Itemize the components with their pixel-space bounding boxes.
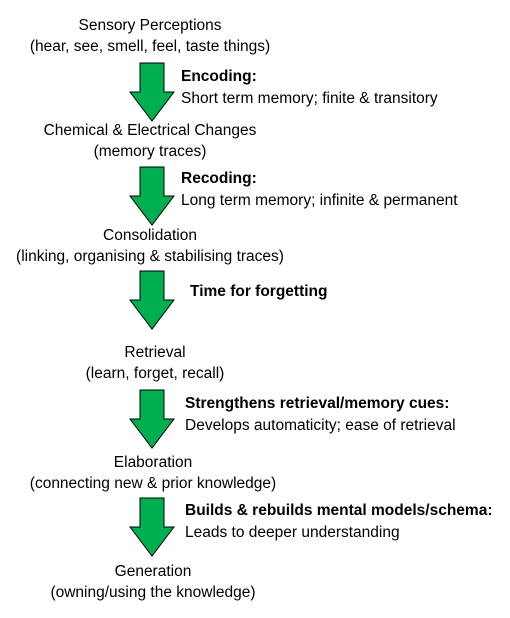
stage-subtitle: (hear, see, smell, feel, taste things) <box>29 38 271 55</box>
transition-heading: Encoding: <box>181 68 257 85</box>
down-arrow-icon <box>129 270 175 330</box>
stage-subtitle: (connecting new & prior knowledge) <box>29 475 277 492</box>
stage-generation: Generation (owning/using the knowledge) <box>3 561 303 603</box>
transition-recoding: Recoding: Long term memory; infinite & p… <box>181 168 458 212</box>
down-arrow-icon <box>129 166 175 226</box>
stage-consolidation: Consolidation (linking, organising & sta… <box>0 225 300 267</box>
stage-title: Sensory Perceptions <box>78 17 222 34</box>
stage-title: Retrieval <box>124 344 186 361</box>
transition-encoding: Encoding: Short term memory; finite & tr… <box>181 66 438 110</box>
transition-heading: Recoding: <box>181 170 257 187</box>
stage-title: Consolidation <box>103 227 197 244</box>
stage-retrieval: Retrieval (learn, forget, recall) <box>5 342 305 384</box>
stage-elaboration: Elaboration (connecting new & prior know… <box>3 452 303 494</box>
down-arrow-icon <box>129 497 175 557</box>
stage-chemical-electrical-changes: Chemical & Electrical Changes (memory tr… <box>0 120 300 162</box>
transition-builds-mental-models: Builds & rebuilds mental models/schema: … <box>185 500 493 544</box>
transition-body: Long term memory; infinite & permanent <box>181 192 458 209</box>
stage-subtitle: (learn, forget, recall) <box>85 365 225 382</box>
down-arrow-icon <box>129 389 175 449</box>
transition-body: Leads to deeper understanding <box>185 524 400 541</box>
stage-title: Generation <box>114 563 192 580</box>
transition-heading: Builds & rebuilds mental models/schema: <box>185 502 493 519</box>
stage-title: Chemical & Electrical Changes <box>43 122 257 139</box>
stage-title: Elaboration <box>113 454 193 471</box>
stage-subtitle: (linking, organising & stabilising trace… <box>16 248 284 265</box>
transition-time-for-forgetting: Time for forgetting <box>190 281 328 303</box>
down-arrow-icon <box>129 62 175 122</box>
stage-subtitle: (owning/using the knowledge) <box>50 584 256 601</box>
transition-heading: Strengthens retrieval/memory cues: <box>185 395 450 412</box>
stage-sensory-perceptions: Sensory Perceptions (hear, see, smell, f… <box>0 15 300 57</box>
stage-subtitle: (memory traces) <box>93 143 207 160</box>
transition-heading: Time for forgetting <box>190 283 328 300</box>
transition-body: Develops automaticity; ease of retrieval <box>185 417 456 434</box>
transition-strengthens-retrieval: Strengthens retrieval/memory cues: Devel… <box>185 393 456 437</box>
transition-body: Short term memory; finite & transitory <box>181 90 438 107</box>
